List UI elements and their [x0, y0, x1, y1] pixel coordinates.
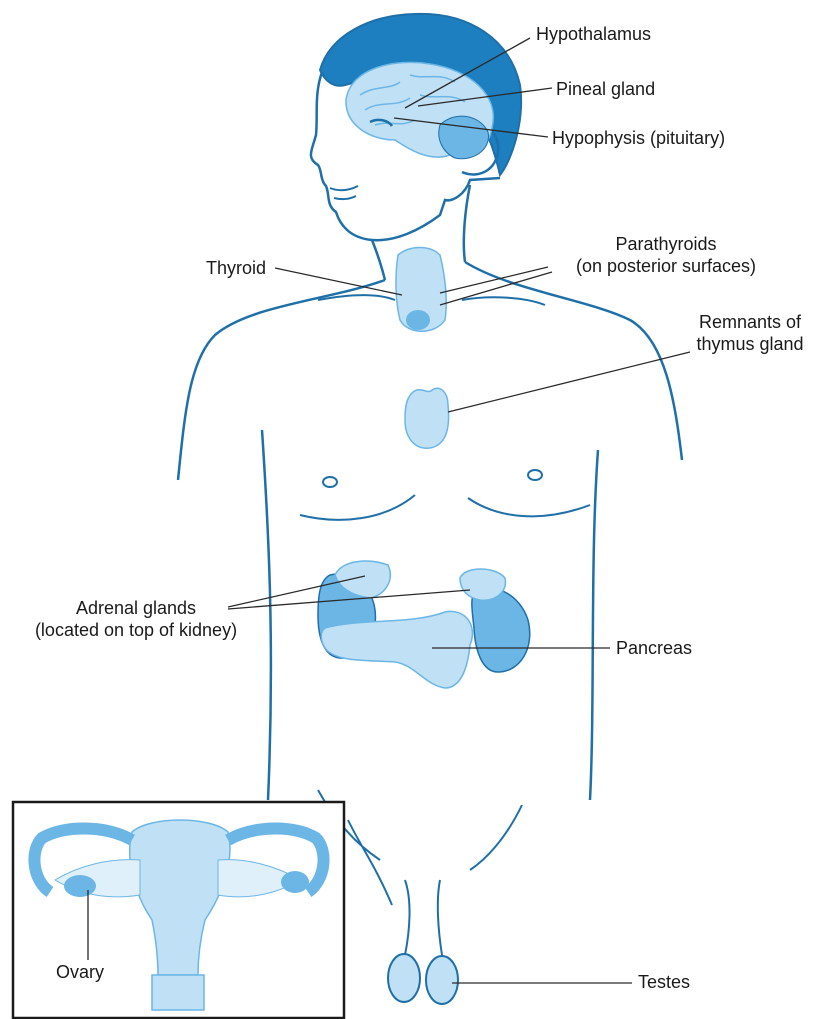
thymus: [405, 388, 449, 448]
neck-right: [464, 185, 470, 262]
right-nipple: [528, 470, 542, 480]
neck-left: [372, 240, 385, 280]
torso-left: [178, 280, 385, 800]
label-pancreas: Pancreas: [616, 638, 692, 659]
label-adrenal-glands: Adrenal glands: [6, 598, 266, 619]
left-testis: [388, 954, 420, 1002]
left-nipple: [323, 477, 337, 487]
label-adrenal-note: (located on top of kidney): [6, 620, 266, 641]
right-adrenal: [460, 569, 505, 600]
groin-lines: [318, 790, 522, 905]
label-parathyroids: Parathyroids: [546, 234, 786, 255]
label-hypophysis: Hypophysis (pituitary): [552, 128, 725, 149]
label-hypothalamus: Hypothalamus: [536, 24, 651, 45]
label-thyroid: Thyroid: [206, 258, 266, 279]
pectoral-lines: [300, 495, 590, 520]
testes-cords: [405, 880, 442, 955]
cerebellum: [439, 116, 489, 159]
label-testes: Testes: [638, 972, 690, 993]
label-thymus-1: Remnants of: [680, 312, 820, 333]
right-ovary: [281, 871, 309, 893]
leader-thymus: [448, 352, 690, 412]
label-pineal-gland: Pineal gland: [556, 79, 655, 100]
mouth: [330, 186, 358, 199]
label-thymus-2: thymus gland: [680, 334, 820, 355]
right-testis: [426, 956, 458, 1004]
parathyroid: [406, 310, 430, 330]
label-parathyroids-note: (on posterior surfaces): [546, 256, 786, 277]
left-ovary: [64, 875, 96, 897]
cervix: [152, 975, 204, 1010]
label-ovary: Ovary: [56, 962, 104, 983]
torso-right: [465, 262, 682, 800]
